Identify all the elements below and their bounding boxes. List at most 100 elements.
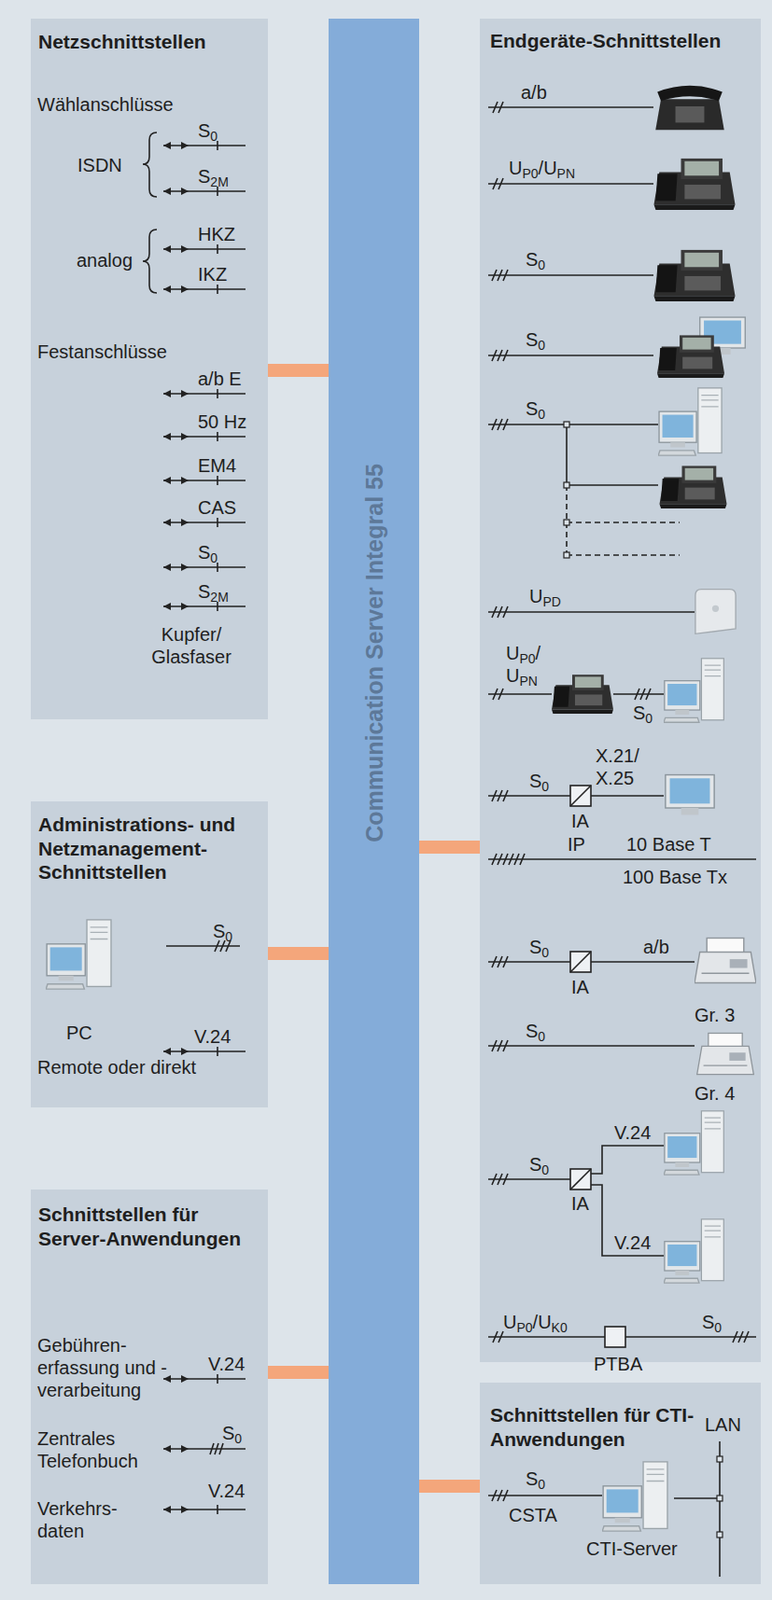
server-name: Communication Server Integral 55 [360, 463, 388, 843]
interface-label: PC [66, 1022, 93, 1045]
interface-label: V.24 [194, 1025, 231, 1049]
interface-label: a/b E [197, 367, 242, 391]
panel-heading: Netzschnittstellen [38, 29, 263, 55]
subscript: 0 [541, 945, 549, 961]
subscript: 0 [537, 407, 546, 422]
interface-label: 10 Base T [626, 833, 712, 857]
interface-label: Wählanschlüsse [37, 93, 174, 116]
server-lines [163, 1375, 246, 1516]
interface-label: V.24 [208, 1353, 245, 1376]
network-lines [142, 132, 246, 612]
interface-label: a/b [643, 936, 670, 959]
interface-label: Gebühren- erfassung und -verarbeitung [37, 1334, 173, 1403]
subscript: 0 [210, 128, 218, 144]
orange-connector [419, 841, 480, 855]
server-bar: Communication Server Integral 55 [328, 18, 420, 1586]
interface-label: Kupfer/ Glasfaser [140, 623, 243, 669]
interface-label: V.24 [614, 1232, 651, 1255]
interface-label: Verkehrs- daten [37, 1498, 131, 1544]
panel-ground [479, 18, 761, 1363]
subscript: 0 [537, 1029, 546, 1045]
subscript: 2M [210, 589, 228, 605]
subscript: 2M [210, 174, 228, 190]
interface-label: HKZ [197, 223, 236, 246]
interface-label: V.24 [208, 1480, 245, 1503]
panel-heading: Administrations- und Netzmanagement-Schn… [38, 813, 263, 885]
subscript: 0 [537, 1477, 546, 1493]
panel-ground [479, 1383, 761, 1586]
interface-label: IKZ [197, 263, 227, 286]
subscript: PN [519, 673, 537, 689]
interface-label: PTBA [593, 1353, 643, 1376]
subscript: 0 [234, 1431, 242, 1447]
terminal-lines [488, 85, 757, 1348]
interface-label: a/b [520, 81, 548, 104]
interface-label: S0 [529, 1153, 549, 1177]
interface-label: CTI-Server [586, 1538, 678, 1561]
subscript: 0 [537, 337, 546, 353]
interface-label: CSTA [508, 1504, 558, 1528]
subscript: P0 [516, 1320, 533, 1336]
interface-label: CAS [197, 496, 237, 520]
orange-connector [267, 947, 329, 961]
orange-connector [267, 364, 329, 378]
subscript: 0 [537, 257, 546, 273]
interface-label: analog [76, 249, 133, 272]
interface-label: IP [567, 833, 586, 857]
subscript: PD [542, 594, 561, 610]
interface-label: EM4 [197, 454, 237, 478]
interface-label: S0 [529, 770, 549, 793]
subscript: K0 [551, 1320, 568, 1336]
interface-label: ISDN [77, 154, 123, 177]
interface-label: S0 [525, 1020, 546, 1043]
subscript: 0 [645, 711, 653, 727]
subscript: 0 [541, 1163, 549, 1179]
interface-label: Gr. 3 [694, 1004, 735, 1027]
interface-label: UP0/UK0 [503, 1311, 568, 1334]
panel-ground [30, 801, 268, 1109]
interface-label: UP0/UPN [508, 156, 576, 180]
interface-label: UP0/ UPN [505, 642, 553, 688]
panel-ground [328, 18, 420, 1586]
subscript: PN [557, 166, 576, 182]
panel-ground [30, 1190, 268, 1586]
interface-label: LAN [704, 1414, 742, 1437]
interface-label: S0 [222, 1422, 242, 1446]
panel-heading: Schnittstellen für Server-Anwendungen [38, 1203, 263, 1251]
interface-label: S0 [701, 1311, 722, 1334]
interface-label: Zentrales Telefonbuch [37, 1428, 150, 1474]
interface-label: S0 [525, 1468, 546, 1491]
interface-label: S0 [525, 248, 546, 271]
interface-label: S2M [197, 580, 229, 604]
interface-label: IA [571, 1193, 590, 1216]
interface-label: S0 [197, 119, 218, 142]
interface-label: S0 [197, 541, 218, 564]
interface-label: Festanschlüsse [37, 340, 168, 364]
interface-label: V.24 [614, 1122, 651, 1145]
admin-lines [45, 920, 246, 1057]
orange-connector [419, 1480, 480, 1494]
interface-label: 100 Base Tx [622, 866, 728, 889]
subscript: 0 [224, 929, 233, 945]
interface-label: IA [571, 810, 590, 833]
interface-label: UPD [529, 585, 562, 608]
panel-heading: Endgeräte-Schnittstellen [490, 28, 752, 54]
cti-lines [488, 1442, 723, 1578]
orange-connector [267, 1366, 329, 1380]
subscript: 0 [210, 550, 218, 566]
interface-label: Remote oder direkt [37, 1056, 197, 1080]
interface-label: S0 [525, 328, 546, 351]
interface-label: S0 [529, 936, 549, 959]
panel-ground [30, 18, 268, 720]
interface-label: S0 [525, 397, 546, 421]
subscript: P0 [521, 166, 538, 182]
interface-label: S0 [212, 920, 233, 943]
panel-heading: Schnittstellen für CTI-Anwendungen [490, 1403, 696, 1452]
interface-panel: Endgeräte-Schnittstellen [479, 18, 761, 1363]
interface-label: S2M [197, 165, 229, 188]
interface-label: Gr. 4 [694, 1082, 735, 1106]
interface-label: S0 [632, 701, 653, 725]
interface-label: X.21/ X.25 [595, 744, 647, 790]
subscript: P0 [519, 651, 535, 667]
